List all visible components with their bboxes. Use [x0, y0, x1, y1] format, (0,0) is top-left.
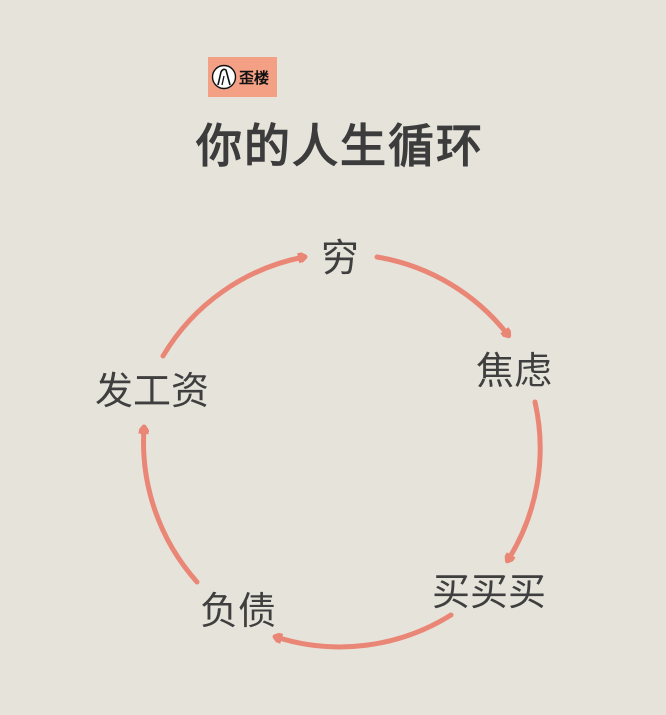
arrow-payday-to-poor	[160, 257, 304, 359]
logo-badge: 歪楼	[208, 57, 277, 97]
node-debt: 负债	[199, 589, 277, 633]
arrow-debt-to-payday	[144, 428, 200, 585]
node-anxiety: 焦虑	[475, 349, 553, 393]
arrow-poor-to-anxiety	[374, 254, 508, 335]
node-buy: 买买买	[431, 570, 547, 614]
logo-text: 歪楼	[239, 68, 270, 87]
arrow-buy-to-debt	[276, 612, 454, 650]
arrow-anxiety-to-buy	[508, 399, 543, 560]
page-title: 你的人生循环	[196, 119, 484, 173]
node-poor: 穷	[320, 236, 360, 280]
node-payday: 发工资	[94, 369, 210, 413]
tilted-building-logo-icon	[211, 64, 237, 90]
